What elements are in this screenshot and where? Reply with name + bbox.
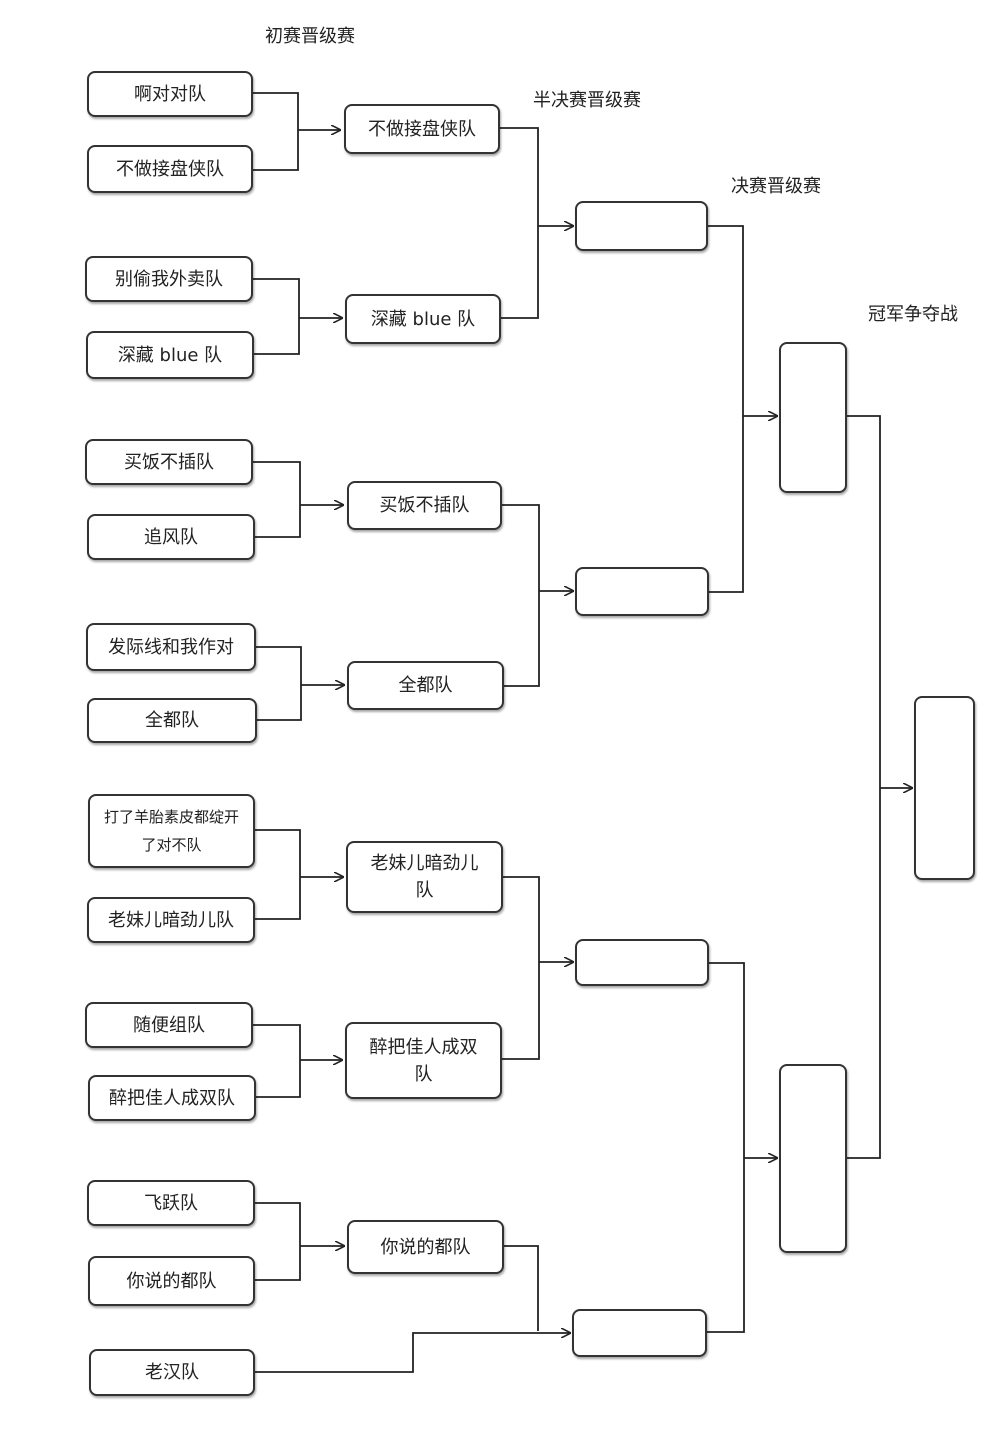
connector-final	[846, 415, 912, 1159]
team-box-r1-6: 追风队	[87, 514, 255, 560]
connector-r1-pair1	[252, 92, 340, 171]
team-box-r2-1: 不做接盘侠队	[344, 104, 500, 154]
stage-title-championship: 冠军争夺战	[868, 304, 958, 325]
team-box-r2-5: 老妹儿暗劲儿队	[346, 841, 503, 913]
team-box-r1-13: 飞跃队	[87, 1180, 255, 1226]
team-box-r1-8: 全都队	[87, 698, 257, 743]
connector-r2-pair2	[501, 504, 573, 687]
connector-r1-pair5	[254, 829, 343, 920]
team-box-r2-6: 醉把佳人成双队	[345, 1022, 502, 1099]
team-box-r1-12: 醉把佳人成双队	[88, 1075, 256, 1121]
connector-r1-pair3	[252, 461, 343, 538]
team-box-r2-2: 深藏 blue 队	[345, 294, 501, 344]
team-box-r2-4: 全都队	[347, 661, 504, 710]
connector-r1-pair6	[252, 1024, 342, 1098]
connector-r3-pair1	[707, 225, 777, 593]
empty-slot-r3-1	[575, 201, 708, 251]
stage-title-round1: 初赛晋级赛	[265, 26, 355, 47]
connector-r3-pair2	[706, 962, 777, 1333]
empty-slot-champion	[914, 696, 975, 880]
team-box-r1-2: 不做接盘侠队	[87, 145, 253, 193]
team-box-r1-9: 打了羊胎素皮都绽开了对不队	[88, 794, 255, 868]
stage-title-final-qualifier: 决赛晋级赛	[731, 176, 821, 197]
team-box-r1-3: 别偷我外卖队	[85, 256, 253, 302]
team-box-r1-4: 深藏 blue 队	[86, 331, 254, 379]
team-box-r1-10: 老妹儿暗劲儿队	[87, 897, 255, 943]
connector-r1-pair2	[252, 278, 342, 355]
connector-r2-pair4	[254, 1245, 570, 1373]
team-box-r1-7: 发际线和我作对	[86, 623, 256, 671]
empty-slot-r4-2	[779, 1064, 847, 1253]
empty-slot-r3-2	[575, 567, 709, 616]
team-box-r1-11: 随便组队	[85, 1002, 253, 1048]
team-box-r1-14: 你说的都队	[88, 1256, 255, 1306]
empty-slot-r3-4	[572, 1309, 707, 1357]
empty-slot-r4-1	[779, 342, 847, 493]
team-box-r1-5: 买饭不插队	[85, 439, 253, 485]
connector-r1-pair7	[254, 1202, 344, 1281]
connector-r1-pair4	[254, 646, 344, 721]
team-box-r1-1: 啊对对队	[87, 71, 253, 117]
connector-r2-pair3	[501, 876, 573, 1060]
team-box-r2-3: 买饭不插队	[347, 481, 502, 530]
empty-slot-r3-3	[575, 939, 709, 986]
connector-r2-pair1	[499, 127, 573, 319]
stage-title-semifinal: 半决赛晋级赛	[533, 90, 641, 111]
team-box-r2-7: 你说的都队	[347, 1220, 504, 1274]
team-box-r1-15: 老汉队	[89, 1349, 255, 1396]
